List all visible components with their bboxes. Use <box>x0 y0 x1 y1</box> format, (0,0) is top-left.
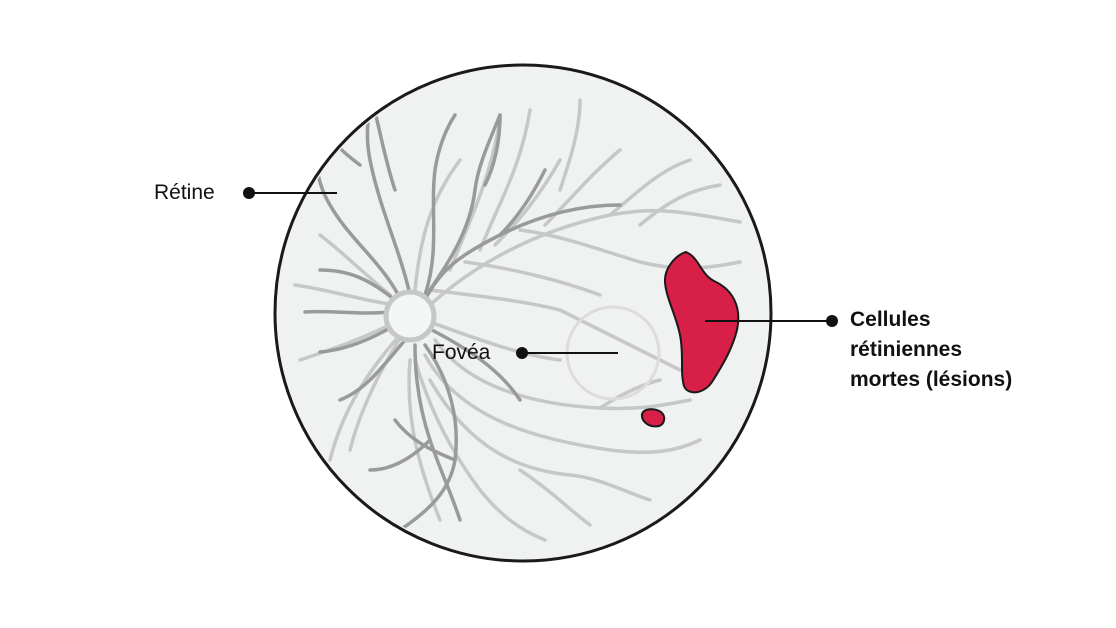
lesion-label-line-2: rétiniennes <box>850 338 963 361</box>
retina-label: Rétine <box>154 181 215 204</box>
lesion-label-line-1: Cellules <box>850 308 931 331</box>
lesion-label-line-3: mortes (lésions) <box>850 368 1013 391</box>
retina-disc <box>275 65 771 561</box>
leader-retina <box>243 187 337 199</box>
lesion-small <box>640 408 666 428</box>
optic-disc <box>383 289 437 343</box>
leader-fovea <box>516 347 618 359</box>
lesion-large <box>663 250 740 394</box>
eye-outline <box>273 63 773 563</box>
blood-vessels-light <box>293 98 742 542</box>
leader-lesion <box>705 315 838 327</box>
lesion-label: Cellules rétiniennes mortes (lésions) <box>850 305 1012 395</box>
fovea-label: Fovéa <box>432 341 491 364</box>
